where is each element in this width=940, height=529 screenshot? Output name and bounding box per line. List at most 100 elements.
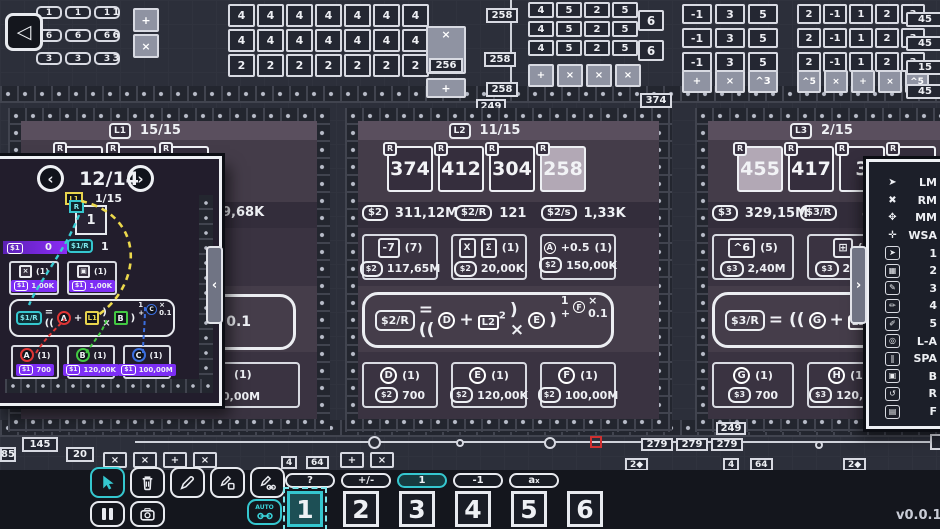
grid-cell[interactable]: 2 [797, 52, 821, 72]
auto-link-toggle[interactable]: AUTO [247, 499, 282, 525]
pause-button[interactable] [90, 501, 125, 527]
number-tile-3[interactable]: 3 [399, 491, 435, 527]
grid-cell[interactable]: 1 [36, 6, 62, 19]
grid-cell[interactable]: 2 [344, 54, 371, 77]
number-tile-6[interactable]: 6 [567, 491, 603, 527]
grid-cell[interactable]: × [133, 34, 159, 58]
grid-cell[interactable]: 3 [715, 4, 745, 24]
grid-cell[interactable]: 2 [373, 54, 400, 77]
grid-cell[interactable]: 4 [315, 29, 342, 52]
grid-cell[interactable]: × [557, 64, 583, 87]
pick-link-tool-button[interactable] [250, 467, 285, 498]
bottom-operator-row-2[interactable]: +× [340, 452, 394, 468]
grid-cell[interactable]: × [133, 452, 157, 468]
grid-cell[interactable]: 4 [528, 21, 554, 37]
grid-cell[interactable]: 5 [556, 40, 582, 56]
pick-building-tool-button[interactable] [210, 467, 245, 498]
conveyor-node[interactable] [815, 441, 823, 449]
grid-cell[interactable]: 5 [556, 2, 582, 18]
grid-cell[interactable]: 2 [257, 54, 284, 77]
grid-cell[interactable]: 5 [748, 52, 778, 72]
grid-cell[interactable]: ^5 [797, 70, 821, 93]
number-tile-4[interactable]: 4 [455, 491, 491, 527]
prev-page-button[interactable]: ‹ [37, 165, 64, 192]
grid-cell[interactable]: 2 [584, 40, 610, 56]
grid-cell[interactable]: 2 [315, 54, 342, 77]
grid-cell[interactable]: 5 [612, 40, 638, 56]
grid-cell[interactable]: 5 [612, 2, 638, 18]
grid-cell[interactable]: 4 [228, 29, 255, 52]
grid-cell[interactable]: 5 [556, 21, 582, 37]
number-tile-1[interactable]: 1 [283, 487, 327, 529]
operator-row-b[interactable]: +××× [528, 64, 641, 87]
grid-cell[interactable]: + [682, 70, 712, 93]
grid-cell[interactable]: × [586, 64, 612, 87]
grid-cell[interactable]: × [824, 70, 848, 93]
grid-cell[interactable]: 4 [228, 4, 255, 27]
grid-cell[interactable]: × [878, 70, 902, 93]
grid-cell[interactable]: ^3 [748, 70, 778, 93]
grid-cell[interactable]: 1 [94, 6, 120, 19]
grid-cell[interactable]: 5 [612, 21, 638, 37]
grid-cell[interactable]: -1 [823, 52, 847, 72]
minus-one-pill-button[interactable]: -1 [453, 473, 503, 488]
mystery-pill-button[interactable]: ? [285, 473, 335, 488]
next-page-button[interactable]: › [127, 165, 154, 192]
grid-cell[interactable]: 4 [257, 29, 284, 52]
grid-cell[interactable]: × [103, 452, 127, 468]
sign-pill-button[interactable]: +/- [341, 473, 391, 488]
grid-cell[interactable]: 4 [373, 29, 400, 52]
grid-cell[interactable]: × [370, 452, 394, 468]
add-module[interactable]: + [426, 78, 466, 98]
grid-cell[interactable]: × [193, 452, 217, 468]
grid-cell[interactable]: 3 [36, 52, 62, 65]
grid-cell[interactable]: + [163, 452, 187, 468]
operator-row-c[interactable]: +×^3 [682, 70, 778, 93]
grid-cell[interactable]: 4 [373, 4, 400, 27]
grid-cell[interactable]: 2 [228, 54, 255, 77]
grid-cell[interactable]: 4 [257, 4, 284, 27]
number-tile-5[interactable]: 5 [511, 491, 547, 527]
grid-cell[interactable]: 4 [402, 4, 429, 27]
grid-cell[interactable]: 4 [286, 4, 313, 27]
back-button[interactable]: ◁ [5, 13, 43, 51]
grid-cell[interactable]: 2 [584, 21, 610, 37]
grid-cell[interactable]: 2 [584, 2, 610, 18]
grid-cell[interactable]: × [715, 70, 745, 93]
grid-cell[interactable]: -1 [823, 28, 847, 48]
grid-cell[interactable]: 2 [875, 52, 899, 72]
grid-cell[interactable]: 3 [94, 52, 120, 65]
grid-cell[interactable]: × [615, 64, 641, 87]
grid-cell[interactable]: 4 [344, 4, 371, 27]
grid-cell[interactable]: 4 [286, 29, 313, 52]
grid-cell[interactable]: 6 [94, 29, 120, 42]
grid-cell[interactable]: + [851, 70, 875, 93]
grid-cell[interactable]: + [528, 64, 554, 87]
grid-cell[interactable]: 4 [402, 29, 429, 52]
select-tool-button[interactable] [90, 467, 125, 498]
pick-tool-button[interactable] [170, 467, 205, 498]
conveyor-node[interactable] [544, 437, 556, 449]
grid-cell[interactable]: 1 [849, 52, 873, 72]
grid-cell[interactable]: 4 [528, 40, 554, 56]
conveyor-node[interactable] [368, 436, 381, 449]
grid-cell[interactable]: 3 [715, 28, 745, 48]
grid-cell[interactable]: + [340, 452, 364, 468]
grid-cell[interactable]: 3 [65, 52, 91, 65]
grid-cell[interactable]: 2 [797, 4, 821, 24]
grid-cell[interactable]: -1 [682, 52, 712, 72]
grid-cell[interactable]: 1 [849, 4, 873, 24]
